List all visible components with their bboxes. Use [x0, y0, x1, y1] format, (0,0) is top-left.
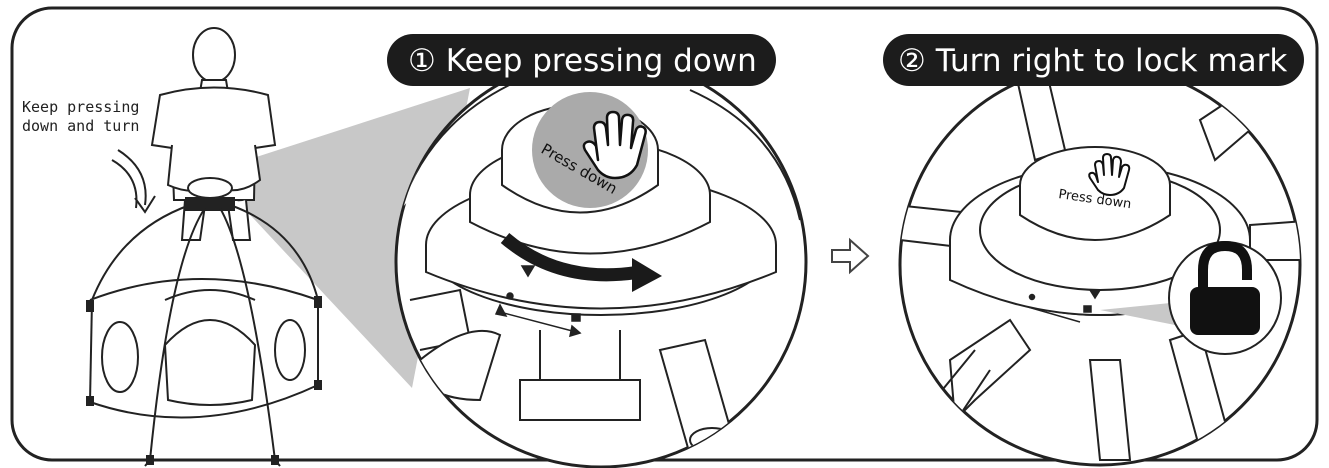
side-note-line2: down and turn [22, 117, 139, 135]
step1-text: Keep pressing down [446, 43, 757, 79]
side-note-line1: Keep pressing [22, 98, 139, 116]
tent-pole-joints [86, 296, 322, 465]
hand-icon [582, 110, 647, 180]
step2-number: ② [898, 43, 926, 79]
lock-marks [494, 265, 582, 338]
step1-pill [387, 34, 776, 86]
curved-arrow-icon [111, 149, 156, 214]
tent-structure [89, 197, 319, 467]
step1-label: ① Keep pressing down [408, 43, 757, 79]
step2-lock-marks [1027, 289, 1102, 323]
step2-pill [883, 34, 1304, 86]
step2-text: Turn right to lock mark [935, 43, 1288, 79]
open-arrow-icon [831, 237, 870, 275]
padlock-icon [1190, 240, 1260, 335]
hands-on-hub [187, 177, 233, 199]
turn-arrow-icon [500, 233, 662, 292]
step1-number: ① [408, 43, 436, 79]
hand-icon-small [1088, 153, 1131, 196]
